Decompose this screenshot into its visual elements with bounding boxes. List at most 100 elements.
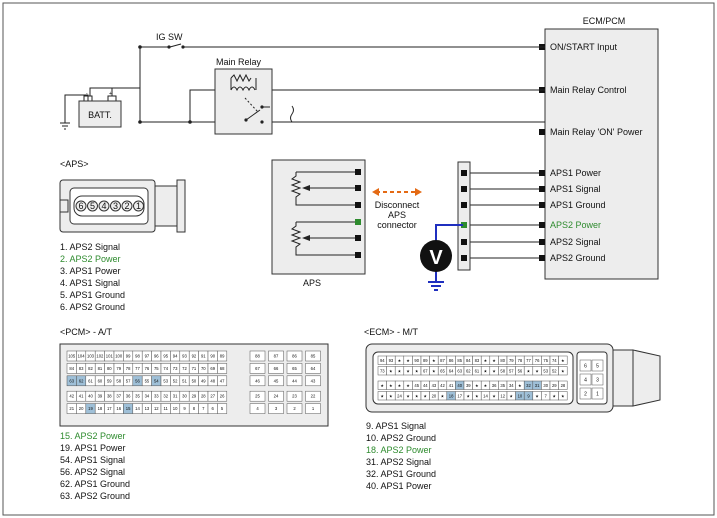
- aps-connector-pin-number: 4: [101, 201, 106, 211]
- pcm-pin-cell: [286, 375, 303, 387]
- ecm-pin-number: 93: [389, 358, 394, 363]
- pcm-pin-number: 104: [78, 354, 86, 359]
- pcm-pin-number: 45: [274, 378, 279, 383]
- pcm-pin-number: 19: [88, 406, 93, 411]
- ecm-pin-number: ★: [518, 383, 522, 388]
- pcm-pin-number: 61: [88, 378, 93, 383]
- pcm-pin-number: 12: [154, 406, 159, 411]
- pcm-pin-number: 94: [173, 354, 178, 359]
- ig-sw-contact: [181, 45, 185, 49]
- pcm-pin-number: 44: [292, 378, 297, 383]
- aps-connector-pin: [133, 200, 144, 212]
- ecm-pin-number: 75: [543, 358, 548, 363]
- ecm-pin-cell: [579, 373, 592, 386]
- ecm-pin-number: 73: [380, 369, 385, 374]
- pcm-pin-cell: [286, 403, 303, 414]
- pcm-pin-number: 40: [88, 394, 93, 399]
- aps-sensor-pin: [355, 252, 361, 258]
- battery: - + BATT.: [60, 88, 122, 130]
- pcm-pin-number: 10: [173, 406, 178, 411]
- ecm-pin-number: 39: [466, 383, 471, 388]
- ecm-pin-number: ★: [484, 369, 488, 374]
- disconnect-arrow: [372, 188, 422, 196]
- pcm-pin-number: 50: [192, 378, 197, 383]
- ecm-pin-number: ★: [492, 394, 496, 399]
- pcm-pin-description: 62. APS1 Ground: [60, 479, 130, 489]
- pcm-pin-number: 90: [210, 354, 215, 359]
- ecm-pin-number: 35: [500, 383, 505, 388]
- pcm-pin-number: 51: [182, 378, 187, 383]
- pcm-pin-number: 98: [135, 354, 140, 359]
- ecm-pin-number: 28: [561, 383, 566, 388]
- pcm-pin-number: 105: [68, 354, 76, 359]
- pcm-pin-number: 60: [98, 378, 103, 383]
- pcm-pin-cell: [249, 350, 266, 362]
- pcm-pin-number: 13: [145, 406, 150, 411]
- ecm-pin-number: 56: [518, 369, 523, 374]
- pcm-pin-number: 54: [154, 378, 159, 383]
- ecm-pin-number: 76: [535, 358, 540, 363]
- ecm-pin-number: ★: [561, 369, 565, 374]
- pcm-pin-number: 80: [107, 366, 112, 371]
- wiper-arrow: [302, 235, 310, 241]
- pcm-pin-number: 88: [255, 354, 260, 359]
- ecm-box: [544, 28, 659, 280]
- ecm-pin-label: Main Relay Control: [550, 85, 627, 95]
- aps-label: APS: [303, 278, 321, 288]
- pcm-pin-number: 7: [202, 406, 205, 411]
- ecm-pin-label: APS2 Power: [550, 220, 601, 230]
- ecm-pin-terminal: [539, 239, 545, 245]
- ecm-pin-number: ★: [432, 369, 436, 374]
- pcm-pin-cell: [268, 350, 284, 362]
- aps-connector-pin: [110, 200, 121, 212]
- ecm-pin-number: ★: [380, 383, 384, 388]
- pcm-pin-number: 69: [210, 366, 215, 371]
- ecm-pin-number: 43: [432, 383, 437, 388]
- ecm-pin-number: 6: [584, 364, 587, 370]
- pcm-pin-number: 32: [163, 394, 168, 399]
- pcm-pin-number: 71: [192, 366, 197, 371]
- ecm-pin-terminal: [539, 170, 545, 176]
- pcm-pin-number: 52: [173, 378, 178, 383]
- ecm-pin-number: 7: [545, 394, 548, 399]
- harness-pin: [461, 186, 467, 192]
- aps-potentiometers: [290, 171, 355, 256]
- ecm-pin-cell: [558, 380, 568, 390]
- pcm-pin-cell: [249, 363, 266, 374]
- pcm-pin-number: 39: [98, 394, 103, 399]
- ecm-pin-number: 2: [584, 392, 587, 398]
- pcm-pin-number: 34: [145, 394, 150, 399]
- junction-dot: [138, 120, 142, 124]
- ecm-pin-label: ON/START Input: [550, 42, 618, 52]
- ecm-pin-number: 10: [518, 394, 523, 399]
- harness-pins: [461, 170, 467, 261]
- ecm-connector-title: <ECM> - M/T: [364, 327, 419, 337]
- ecm-pin-number: 57: [509, 369, 514, 374]
- pcm-pin-number: 23: [292, 394, 297, 399]
- pcm-pin-number: 78: [126, 366, 131, 371]
- ecm-pin-number: ★: [509, 394, 513, 399]
- pcm-pin-description: 56. APS2 Signal: [60, 467, 125, 477]
- ecm-pin-number: 31: [535, 383, 540, 388]
- pcm-pin-number: 26: [220, 394, 225, 399]
- aps-connector-pin-number: 3: [113, 201, 118, 211]
- pcm-pin-cell: [217, 375, 228, 387]
- pcm-pin-number: 91: [201, 354, 206, 359]
- aps-sensor-pin: [355, 185, 361, 191]
- aps-connector-pin: [98, 200, 110, 212]
- pcm-pin-number: 97: [145, 354, 150, 359]
- pcm-pin-number: 93: [182, 354, 187, 359]
- pcm-pin-number: 42: [69, 394, 74, 399]
- pcm-pin-number: 65: [292, 366, 297, 371]
- ecm-pin-number: ★: [475, 383, 479, 388]
- ecm-pin-number: ★: [535, 394, 539, 399]
- ecm-pin-number: 74: [552, 358, 557, 363]
- ecm-pin-label: APS1 Ground: [550, 200, 606, 210]
- ecm-pin-number: ★: [535, 369, 539, 374]
- aps-sensor-pin: [355, 169, 361, 175]
- pcm-pin-number: 74: [163, 366, 168, 371]
- ecm-pin-number: 87: [440, 358, 445, 363]
